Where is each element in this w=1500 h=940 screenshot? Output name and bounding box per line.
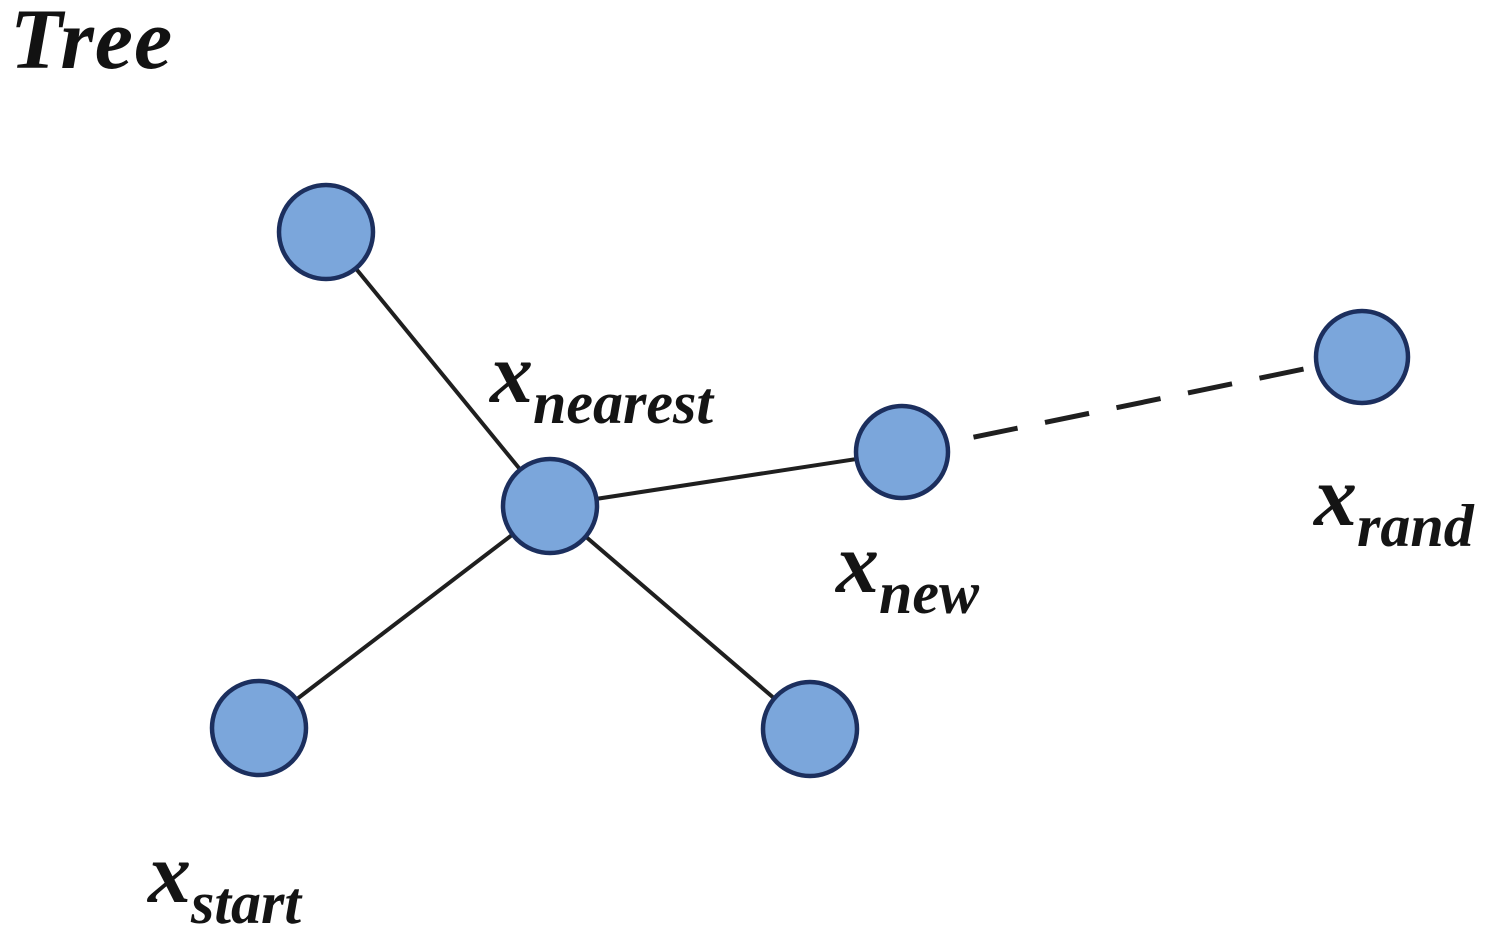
node-x-nearest (500, 456, 600, 556)
label-x-nearest: xnearest (490, 330, 713, 433)
label-x-new-subscript: new (879, 560, 980, 626)
label-x-new: xnew (836, 520, 979, 623)
edge-tree-node-upper-left--x-nearest (324, 230, 552, 508)
node-x-start (209, 678, 309, 778)
label-x-rand-subscript: rand (1357, 493, 1474, 559)
label-x-nearest-subscript: nearest (533, 370, 713, 436)
edge-x-nearest--x-start (257, 504, 552, 730)
edge-x-new--x-rand-dashed (901, 354, 1363, 455)
label-x-new-main: x (836, 515, 879, 611)
figure-title: Tree (10, 0, 174, 87)
label-x-rand-main: x (1314, 448, 1357, 544)
node-tree-node-lower-middle (760, 679, 860, 779)
node-x-new (853, 403, 951, 501)
node-x-rand (1313, 308, 1411, 406)
edge-x-nearest--tree-node-lower-middle (548, 504, 812, 731)
label-x-nearest-main: x (490, 325, 533, 421)
node-tree-node-upper-left (276, 182, 376, 282)
edge-x-nearest--x-new (549, 450, 903, 508)
label-x-rand: xrand (1314, 453, 1474, 556)
label-x-start-main: x (148, 825, 191, 921)
label-x-start: xstart (148, 830, 301, 933)
label-x-start-subscript: start (191, 870, 302, 936)
